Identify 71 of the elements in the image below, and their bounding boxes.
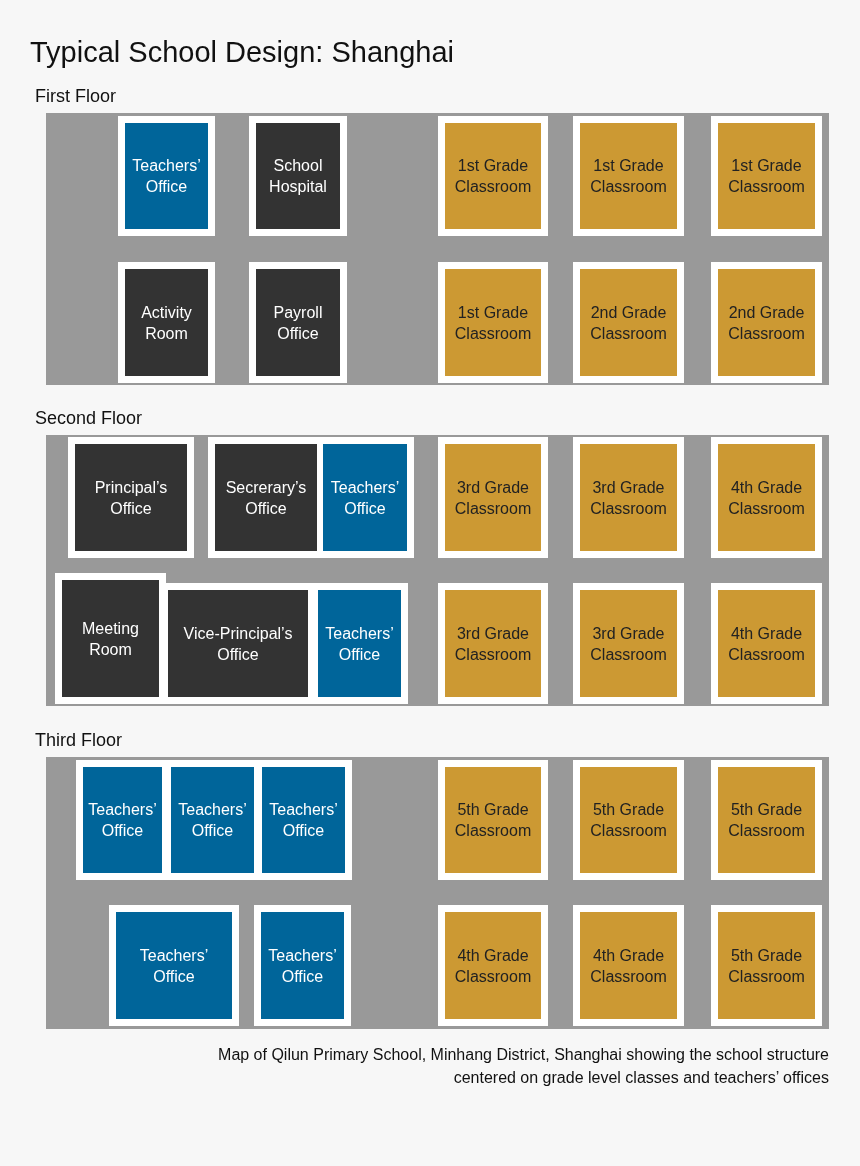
admin-room [256, 123, 340, 229]
room-label: 2nd Grade Classroom [589, 302, 668, 344]
classroom [580, 912, 677, 1019]
floor-heading: Third Floor [35, 730, 123, 751]
classroom [580, 767, 677, 873]
classroom [445, 269, 541, 376]
room-label: Teachers’ Office [177, 800, 248, 841]
office-room [116, 912, 232, 1019]
room-label: Teachers’ Office [131, 156, 202, 197]
floor-heading: First Floor [35, 86, 116, 107]
diagram-title: Typical School Design: Shanghai [30, 36, 454, 69]
room-label: Teachers’ Office [267, 945, 338, 987]
classroom [718, 912, 815, 1019]
classroom [718, 444, 815, 551]
room-label: 1st Grade Classroom [453, 156, 533, 197]
classroom [718, 269, 815, 376]
office-room [83, 767, 162, 873]
room-label: Meeting Room [81, 618, 140, 660]
office-room [261, 912, 344, 1019]
admin-room [62, 580, 159, 697]
office-room [125, 123, 208, 229]
room-label: Teachers’ Office [268, 800, 339, 841]
room-label: 1st Grade Classroom [589, 156, 668, 197]
room-label: Principal’s Office [93, 477, 169, 519]
classroom [445, 123, 541, 229]
room-label: 3rd Grade Classroom [453, 477, 533, 519]
room-label: Secrerary’s Office [224, 477, 308, 519]
admin-room [75, 444, 187, 551]
office-room [323, 444, 407, 551]
room-label: 3rd Grade Classroom [589, 477, 668, 519]
room-label: 4th Grade Classroom [727, 477, 806, 519]
room-label: Teachers’ Office [138, 945, 210, 987]
room-label: Teachers’ Office [329, 477, 401, 519]
classroom [718, 123, 815, 229]
room-label: 2nd Grade Classroom [727, 302, 806, 344]
room-label: 1st Grade Classroom [727, 156, 806, 197]
floor-heading: Second Floor [35, 408, 143, 429]
room-label: 5th Grade Classroom [727, 945, 806, 987]
classroom [580, 123, 677, 229]
room-label: 3rd Grade Classroom [589, 623, 668, 665]
room-label: 3rd Grade Classroom [453, 623, 533, 665]
classroom [580, 444, 677, 551]
classroom [580, 590, 677, 697]
room-label: Teachers’ Office [87, 800, 158, 841]
office-room [262, 767, 345, 873]
classroom [445, 767, 541, 873]
admin-room [215, 444, 317, 551]
room-label: 5th Grade Classroom [453, 800, 533, 841]
room-label: 4th Grade Classroom [727, 623, 806, 665]
room-label: 1st Grade Classroom [453, 302, 533, 344]
office-room [171, 767, 254, 873]
admin-room [256, 269, 340, 376]
office-room [318, 590, 401, 697]
classroom [445, 444, 541, 551]
room-label: Teachers’ Office [324, 623, 395, 665]
room-label: Activity Room [140, 302, 193, 344]
admin-room [125, 269, 208, 376]
caption: Map of Qilun Primary School, Minhang District, Shanghai showing the school structure centered on grade level classes and teachers’ offices [217, 1045, 829, 1088]
room-label: 4th Grade Classroom [589, 945, 668, 987]
classroom [718, 767, 815, 873]
admin-room [168, 590, 308, 697]
classroom [445, 912, 541, 1019]
classroom [580, 269, 677, 376]
room-label: 5th Grade Classroom [727, 800, 806, 841]
room-label: School Hospital [268, 156, 328, 197]
room-label: 4th Grade Classroom [453, 945, 533, 987]
room-label: Payroll Office [272, 302, 324, 344]
classroom [445, 590, 541, 697]
room-label: 5th Grade Classroom [589, 800, 668, 841]
room-label: Vice-Principal’s Office [182, 623, 294, 665]
classroom [718, 590, 815, 697]
